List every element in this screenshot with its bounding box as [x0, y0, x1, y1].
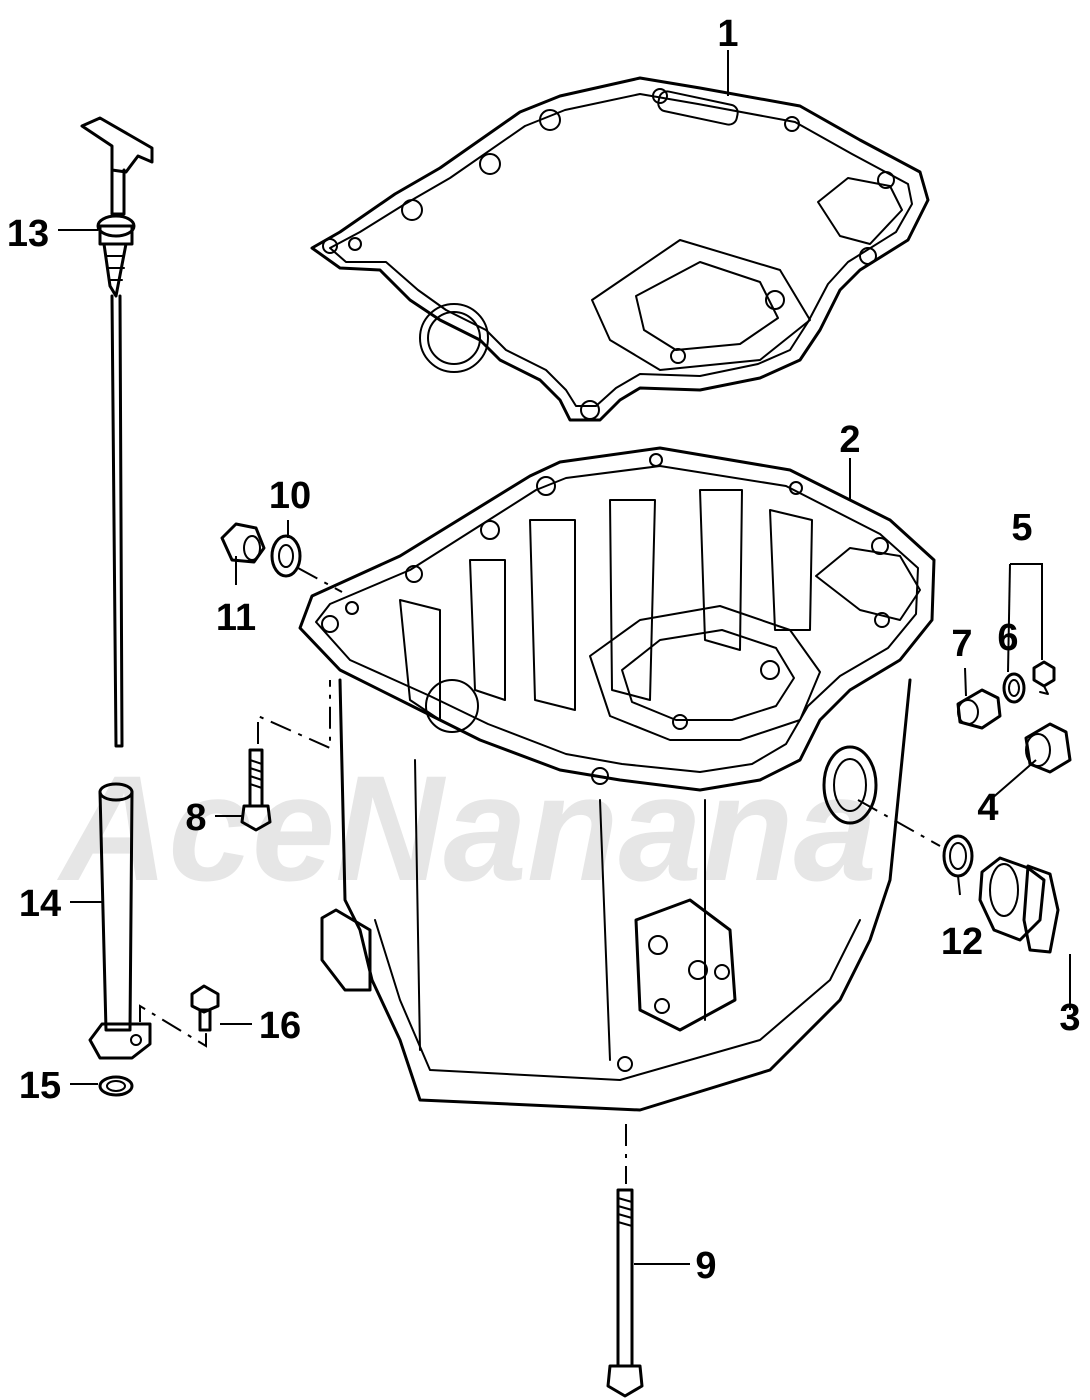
callout-10: 10: [269, 475, 311, 517]
callout-labels: 1 2 3 4 5 6 7 8 9 10 11 12 13 14 15 16: [7, 13, 1081, 1287]
dipstick-part-13[interactable]: [80, 116, 154, 748]
gasket-part-1[interactable]: [310, 76, 930, 422]
washer-part-10[interactable]: [270, 534, 302, 578]
callout-13: 13: [7, 213, 49, 255]
callout-8: 8: [185, 797, 206, 839]
callout-6: 6: [997, 617, 1018, 659]
bolt-part-8[interactable]: [240, 748, 272, 832]
callout-15: 15: [19, 1065, 61, 1107]
plug-part-4[interactable]: [1024, 722, 1072, 774]
callout-3: 3: [1059, 997, 1080, 1039]
callout-2: 2: [839, 419, 860, 461]
plug-part-11[interactable]: [220, 522, 266, 564]
callout-11: 11: [216, 597, 256, 639]
watermark: AceNanana: [56, 744, 877, 912]
callout-16: 16: [259, 1005, 301, 1047]
bolt-part-16[interactable]: [190, 984, 220, 1032]
callout-14: 14: [19, 883, 61, 925]
callout-5: 5: [1011, 507, 1032, 549]
callout-1: 1: [717, 13, 738, 55]
o-ring-part-15[interactable]: [98, 1075, 134, 1097]
leader-lines: [58, 50, 1071, 1265]
oil-pan-part-2[interactable]: [298, 446, 936, 1112]
callout-4: 4: [977, 787, 998, 829]
washer-part-6[interactable]: [1002, 672, 1026, 704]
long-bolt-part-9[interactable]: [606, 1188, 644, 1398]
guide-tube-part-14[interactable]: [88, 782, 152, 1060]
drain-plug-part-3[interactable]: [978, 856, 1060, 954]
o-ring-part-12[interactable]: [942, 834, 974, 878]
callout-12: 12: [941, 921, 983, 963]
plug-part-7[interactable]: [956, 688, 1002, 730]
screw-part-5[interactable]: [1032, 660, 1056, 695]
callout-7: 7: [951, 623, 972, 665]
callout-9: 9: [695, 1245, 716, 1287]
